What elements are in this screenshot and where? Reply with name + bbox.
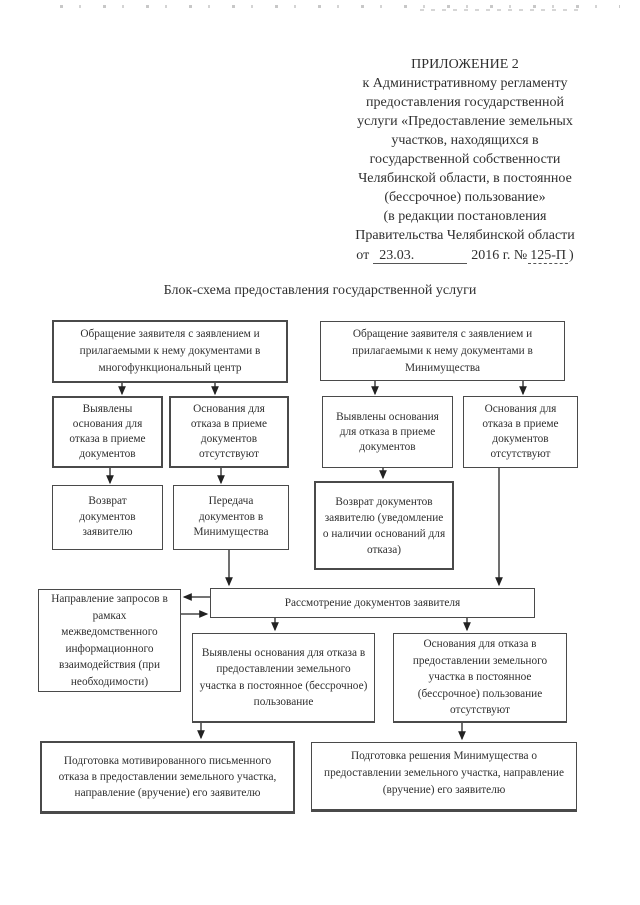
header-line: к Административному регламенту — [362, 76, 568, 91]
header-line: участков, находящихся в — [391, 133, 539, 148]
header-line: ПРИЛОЖЕНИЕ 2 — [411, 57, 519, 72]
box-grounds-absent-mfc: Основания для отказа в приеме документов… — [169, 396, 289, 468]
header-line: предоставления государственной — [365, 95, 565, 110]
box-grounds-found-mfc: Выявлены основания для отказа в приеме д… — [52, 396, 163, 468]
box-transfer-docs: Передача документов в Минимущества — [173, 485, 289, 550]
appendix-header: ПРИЛОЖЕНИЕ 2 к Административному регламе… — [315, 55, 615, 265]
date-middle: 2016 г. № — [471, 248, 528, 263]
box-appeal-ministry: Обращение заявителя с заявлением и прила… — [320, 321, 565, 381]
box-interagency-requests: Направление запросов в рамках межведомст… — [38, 589, 181, 692]
box-appeal-mfc: Обращение заявителя с заявлением и прила… — [52, 320, 288, 383]
header-line: (в редакции постановления — [383, 209, 547, 224]
box-review-documents: Рассмотрение документов заявителя — [210, 588, 535, 618]
scan-noise-artifact — [420, 9, 580, 11]
box-refusal-grounds-found: Выявлены основания для отказа в предоста… — [192, 633, 375, 723]
box-grounds-absent-ministry: Основания для отказа в приеме документов… — [463, 396, 578, 468]
header-line: государственной собственности — [369, 152, 561, 167]
header-line: Челябинской области, в постоянное — [358, 171, 572, 186]
scan-noise-artifact — [60, 5, 620, 8]
box-prepare-decision: Подготовка решения Минимущества о предос… — [311, 742, 577, 812]
header-line: (бессрочное) пользование» — [384, 190, 546, 205]
box-prepare-refusal: Подготовка мотивированного письменного о… — [40, 741, 295, 814]
header-line: услуги «Предоставление земельных — [357, 114, 573, 129]
date-filled-blank: 23.03. — [373, 248, 468, 264]
date-prefix: от — [356, 248, 370, 263]
box-return-docs-mfc: Возврат документов заявителю — [52, 485, 163, 550]
box-refusal-grounds-absent: Основания для отказа в предоставлении зе… — [393, 633, 567, 723]
doc-number-filled-blank: 125-П — [528, 248, 569, 264]
date-suffix: ) — [569, 248, 574, 263]
box-return-docs-ministry: Возврат документов заявителю (уведомлени… — [314, 481, 454, 570]
box-grounds-found-ministry: Выявлены основания для отказа в приеме д… — [322, 396, 453, 468]
header-line: Правительства Челябинской области — [355, 228, 575, 243]
flowchart-title: Блок-схема предоставления государственно… — [163, 283, 477, 298]
